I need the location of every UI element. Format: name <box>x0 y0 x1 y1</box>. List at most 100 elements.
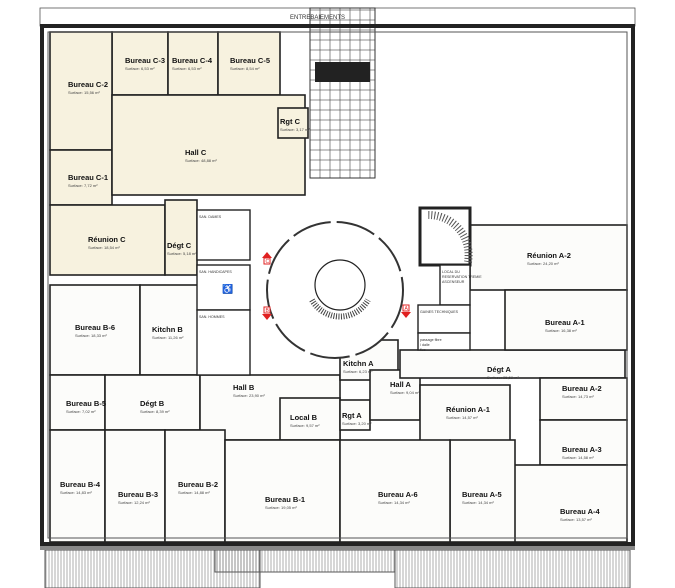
room-bureau-b-2 <box>164 429 226 543</box>
tech-label: ASCENSEUR <box>442 280 465 284</box>
room-surface: Surface: 23,90 m² <box>233 393 265 398</box>
room-surface: Surface: 15,56 m² <box>68 90 100 95</box>
room-outline <box>419 384 511 451</box>
bottom-balcony <box>40 543 635 588</box>
exit-letter: C <box>266 259 270 265</box>
right-staircase <box>418 206 473 267</box>
room-surface: Surface: 14,73 m² <box>562 394 594 399</box>
room-reunion-a-1 <box>419 384 511 451</box>
room-name: Kitchn B <box>152 325 183 334</box>
room-name: Dégt B <box>140 399 165 408</box>
room-surface: Surface: 8,39 m² <box>140 409 170 414</box>
room-outline <box>224 439 341 543</box>
tech-label: fluo <box>420 348 426 352</box>
room-outline <box>339 399 371 431</box>
exit-arrow-icon: B <box>262 306 272 320</box>
room-name: Hall C <box>185 148 207 157</box>
room-kitchn-b <box>139 284 201 376</box>
room-surface: Surface: 12,24 m² <box>118 500 150 505</box>
exit-letter: B <box>266 308 270 314</box>
room-name: Kitchn A <box>343 359 374 368</box>
room-bureau-a-2 <box>539 377 628 421</box>
room-name: Bureau C-2 <box>68 80 108 89</box>
room-outline <box>504 289 628 351</box>
room-outline <box>104 429 166 543</box>
room-surface: Surface: 14,34 m² <box>462 500 494 505</box>
room-outline <box>277 107 309 139</box>
room-surface: Surface: 5,18 m² <box>167 251 197 256</box>
exit-markers: C B A <box>262 252 411 320</box>
room-bureau-a-1 <box>504 289 628 351</box>
room-outline <box>111 94 306 196</box>
tech-label: SAN. DAMES <box>199 215 222 219</box>
room-name: Dégt C <box>167 241 192 250</box>
top-terrace: ENTREBAIEMENTS <box>39 7 636 179</box>
exit-letter: A <box>405 306 409 312</box>
tech-label: GAINES TECHNIQUES <box>420 310 459 314</box>
room-name: Bureau A-1 <box>545 318 585 327</box>
room-name: Bureau A-5 <box>462 490 502 499</box>
tech-label: RESERVATION TREMIE <box>442 275 482 279</box>
room-bureau-b-1 <box>224 439 341 543</box>
room-rgt-c <box>277 107 309 139</box>
room-surface: Surface: 7,02 m² <box>66 409 96 414</box>
room-name: Bureau B-2 <box>178 480 218 489</box>
room-surface: Surface: 14,83 m² <box>60 490 92 495</box>
room-surface: Surface: 9,04 m² <box>390 390 420 395</box>
room-surface: Surface: 14,34 m² <box>378 500 410 505</box>
room-bureau-a-3 <box>539 419 628 466</box>
room-name: Réunion A-1 <box>446 405 490 414</box>
room-surface: Surface: 14,58 m² <box>562 455 594 460</box>
room-surface: Surface: 6,23 m² <box>343 369 373 374</box>
room-degt-a <box>399 349 626 379</box>
room-surface: Surface: 25,58 m² <box>487 375 519 380</box>
room-surface: Surface: 48,88 m² <box>185 158 217 163</box>
room-surface: Surface: 19,05 m² <box>265 505 297 510</box>
room-bureau-b-4 <box>49 429 106 543</box>
room-name: Dégt A <box>487 365 511 374</box>
room-surface: Surface: 16,38 m² <box>545 328 577 333</box>
room-surface: Surface: 9,57 m² <box>290 423 320 428</box>
room-name: Bureau B-4 <box>60 480 101 489</box>
room-name: Rgt A <box>342 411 362 420</box>
room-surface: Surface: 14,88 m² <box>178 490 210 495</box>
tech-label: / dalle <box>420 343 430 347</box>
room-outline <box>539 419 628 466</box>
room-name: Réunion C <box>88 235 126 244</box>
tech-label: SAN. HOMMES <box>199 315 225 319</box>
room-surface: Surface: 8,54 m² <box>230 66 260 71</box>
room-name: Bureau C-3 <box>125 56 165 65</box>
outer-walls <box>40 24 635 546</box>
room-surface: Surface: 24,20 m² <box>527 261 559 266</box>
room-degt-c <box>164 199 198 276</box>
central-rotunda <box>266 221 404 359</box>
room-name: Bureau B-6 <box>75 323 115 332</box>
room-name: Bureau C-4 <box>172 56 213 65</box>
room-name: Bureau A-4 <box>560 507 601 516</box>
room-outline <box>164 199 198 276</box>
room-name: Bureau A-6 <box>378 490 418 499</box>
